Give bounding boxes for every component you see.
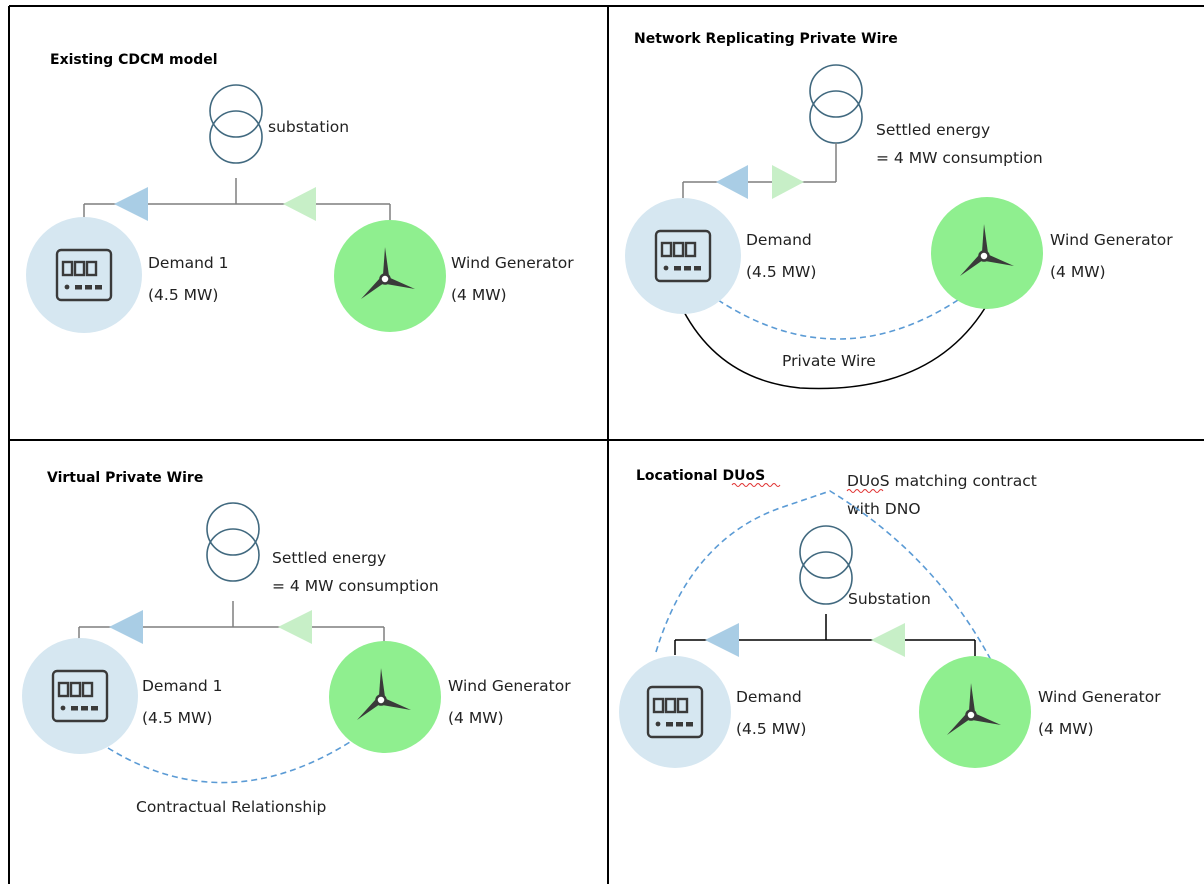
private-wire-label: Private Wire <box>782 352 876 370</box>
duos-contract-dashed-line <box>655 490 993 663</box>
generator-node <box>329 641 441 753</box>
export-arrow <box>772 165 804 199</box>
spellcheck-underline <box>846 489 884 493</box>
export-arrow <box>283 187 316 221</box>
generator-name: Wind Generator <box>1050 231 1173 249</box>
demand-name: Demand <box>736 688 802 706</box>
demand-node <box>26 217 142 333</box>
demand-rating: (4.5 MW) <box>736 720 806 738</box>
demand-name: Demand 1 <box>148 254 229 272</box>
generator-name: Wind Generator <box>448 677 571 695</box>
generator-rating: (4 MW) <box>451 286 507 304</box>
panel-title: Virtual Private Wire <box>47 470 203 486</box>
generator-name: Wind Generator <box>451 254 574 272</box>
export-arrow <box>871 623 905 657</box>
demand-node <box>619 656 731 768</box>
contract-label-line2: with DNO <box>847 500 921 518</box>
substation-transformer-icon <box>209 84 263 164</box>
demand-rating: (4.5 MW) <box>148 286 218 304</box>
spellcheck-underline <box>731 483 781 487</box>
contract-dashed-line <box>107 741 351 784</box>
import-arrow <box>716 165 748 199</box>
contract-label: Contractual Relationship <box>136 798 326 816</box>
generator-node <box>334 220 446 332</box>
substation-transformer-icon <box>809 64 863 144</box>
substation-transformer-icon <box>799 525 853 605</box>
generator-node <box>919 656 1031 768</box>
generator-rating: (4 MW) <box>1038 720 1094 738</box>
panel-existing-cdcm: Existing CDCM model substation Demand 1 … <box>26 52 574 333</box>
panel-title: Existing CDCM model <box>50 52 218 68</box>
settled-energy-value: = 4 MW consumption <box>876 149 1043 167</box>
demand-rating: (4.5 MW) <box>142 709 212 727</box>
panel-locational-duos: Locational DUoS DUoS matching contract w… <box>619 468 1161 768</box>
demand-rating: (4.5 MW) <box>746 263 816 281</box>
contract-label-line1: DUoS matching contract <box>847 472 1037 490</box>
generator-name: Wind Generator <box>1038 688 1161 706</box>
generator-node <box>931 197 1043 309</box>
panel-title: Locational DUoS <box>636 468 765 484</box>
demand-name: Demand <box>746 231 812 249</box>
demand-name: Demand 1 <box>142 677 223 695</box>
panel-network-private-wire: Network Replicating Private Wire Settled… <box>625 31 1173 390</box>
substation-label: substation <box>268 118 349 136</box>
import-arrow <box>114 187 148 221</box>
generator-rating: (4 MW) <box>448 709 504 727</box>
import-arrow <box>109 610 143 644</box>
settled-energy-label: Settled energy <box>272 549 386 567</box>
generator-rating: (4 MW) <box>1050 263 1106 281</box>
private-wire-line <box>682 307 986 390</box>
demand-node <box>22 638 138 754</box>
export-arrow <box>278 610 312 644</box>
substation-label: Substation <box>848 590 931 608</box>
substation-transformer-icon <box>206 502 260 582</box>
panel-grid <box>8 5 1204 884</box>
demand-node <box>625 198 741 314</box>
import-arrow <box>705 623 739 657</box>
settled-energy-label: Settled energy <box>876 121 990 139</box>
panel-title: Network Replicating Private Wire <box>634 31 898 47</box>
contract-dashed-line <box>717 299 959 340</box>
network-wires <box>682 143 837 198</box>
settled-energy-value: = 4 MW consumption <box>272 577 439 595</box>
panel-virtual-private-wire: Virtual Private Wire Settled energy = 4 … <box>22 470 571 816</box>
